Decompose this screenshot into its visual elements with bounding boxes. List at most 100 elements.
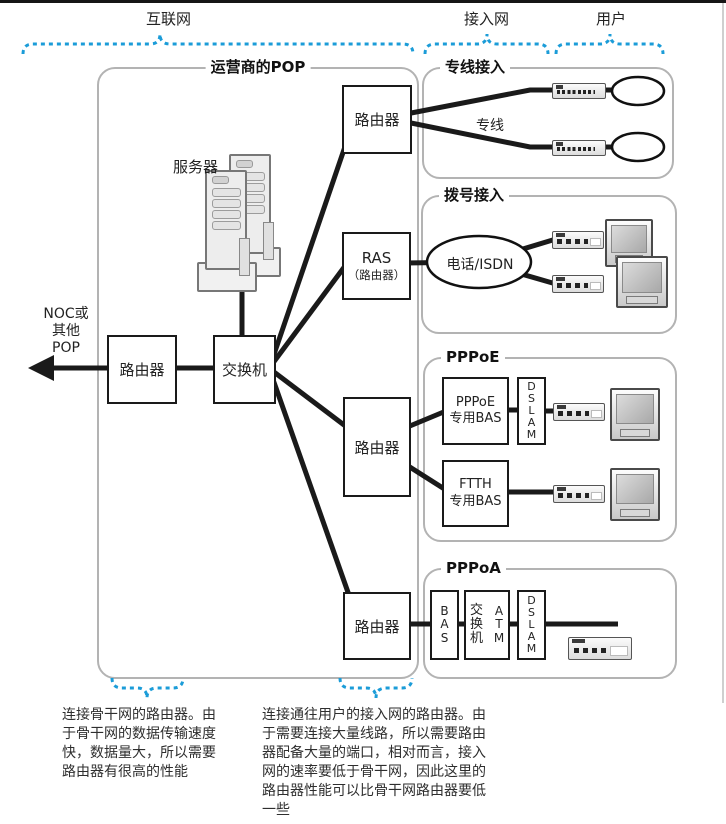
noc-line1: NOC或	[43, 306, 89, 322]
pppoe-modem-2	[553, 485, 605, 503]
ftth-bas-line2: 专用BAS	[449, 493, 502, 509]
link-leased-down	[405, 119, 556, 150]
router-backbone: 路由器	[107, 335, 177, 404]
pppoe-computer-1	[610, 388, 660, 441]
server-slot	[212, 221, 241, 230]
router-pppoe: 路由器	[343, 397, 411, 497]
pppoe-bas-line1: PPPoE	[455, 394, 496, 410]
device-chip	[556, 142, 563, 146]
device-ports	[558, 411, 589, 416]
switch-core: 交换机	[213, 335, 276, 404]
brace-internet	[21, 33, 415, 55]
leased-router-device-1	[552, 83, 606, 99]
monitor-screen	[616, 394, 654, 424]
zone-label-user: 用户	[596, 10, 627, 28]
device-panel	[591, 492, 602, 500]
phone-isdn-cloud	[425, 234, 533, 290]
brace-group	[21, 33, 665, 699]
device-ports	[557, 239, 588, 244]
ftth-bas: FTTH 专用BAS	[442, 460, 509, 527]
monitor-screen	[616, 474, 654, 504]
leased-router-device-2	[552, 140, 606, 156]
server-front-sideunit	[239, 238, 250, 276]
brace-access-router	[338, 677, 414, 699]
annotation-backbone-router: 连接骨干网的路由器。由 于骨干网的数据传输速度 快，数据量大，所以需要 路由器有…	[62, 707, 216, 780]
pppoa-atm-switch: 交换机 ATM	[464, 590, 510, 660]
server-back-sideunit	[263, 222, 274, 260]
link-switch-router-pppoe	[268, 367, 350, 430]
server-slot-oval	[212, 176, 229, 184]
device-ports	[557, 283, 588, 288]
device-panel	[590, 238, 601, 246]
pppoe-modem-1	[553, 403, 605, 421]
link-switch-router-top	[267, 131, 353, 367]
pppoa-bas-label: BAS	[440, 604, 449, 645]
phone-isdn-label: 电话/ISDN	[446, 257, 514, 273]
device-ports	[558, 493, 589, 498]
leased-user-cloud-1	[610, 75, 666, 107]
cloud-group	[425, 75, 666, 290]
dialup-modem-1	[552, 231, 604, 249]
dialup-computer-2	[616, 256, 668, 308]
pppoa-atm-label: ATM	[493, 604, 505, 645]
pop-section-title: 运营商的POP	[205, 58, 311, 76]
noc-label: NOC或 其他 POP	[34, 306, 98, 357]
zone-label-access-network: 接入网	[464, 10, 510, 28]
server-slot	[212, 210, 241, 219]
dialup-modem-2	[552, 275, 604, 293]
leased-line-section-title: 专线接入	[440, 58, 511, 76]
pppoa-section-title: PPPoA	[441, 559, 506, 577]
server-label: 服务器	[173, 158, 219, 176]
ftth-bas-line1: FTTH	[459, 477, 492, 493]
brace-user	[554, 33, 665, 55]
link-switch-ras	[267, 260, 351, 369]
pppoe-section-title: PPPoE	[441, 348, 505, 366]
device-chip	[557, 405, 566, 409]
router-leased: 路由器	[342, 85, 412, 154]
device-chip	[556, 277, 565, 281]
monitor-screen	[622, 262, 662, 293]
page-top-rule	[0, 0, 726, 3]
ras-subtitle: （路由器）	[347, 268, 406, 283]
pppoe-dslam: DSLAM	[517, 377, 546, 445]
pppoa-dslam-label: DSLAM	[526, 593, 537, 656]
leased-line-label: 专线	[476, 118, 504, 134]
link-router-ftthbas	[403, 461, 448, 493]
dialup-section-title: 拨号接入	[439, 186, 510, 204]
device-panel	[590, 282, 601, 290]
noc-arrowhead	[28, 355, 54, 381]
noc-line3: POP	[52, 340, 80, 356]
ras-router: RAS （路由器）	[342, 232, 411, 300]
pppoa-switch-label: 交换机	[469, 602, 483, 647]
leased-user-cloud-2	[610, 131, 666, 163]
device-chip	[556, 233, 565, 237]
monitor-base	[620, 509, 650, 517]
brace-access	[423, 33, 550, 55]
page-right-edge	[722, 3, 724, 703]
pppoe-computer-2	[610, 468, 660, 521]
device-ports	[574, 648, 608, 653]
pppoa-dslam: DSLAM	[517, 590, 546, 660]
dialup-section: 拨号接入	[421, 186, 677, 334]
pppoe-dslam-label: DSLAM	[526, 379, 537, 442]
device-ports	[557, 90, 595, 94]
pppoe-bas-line2: 专用BAS	[449, 411, 502, 426]
device-ports	[557, 147, 595, 151]
pppoa-bas: BAS	[430, 590, 459, 660]
monitor-screen	[611, 225, 647, 253]
link-leased-up	[405, 87, 556, 117]
device-panel	[610, 646, 628, 656]
router-pppoa: 路由器	[343, 592, 411, 660]
brace-backbone-router	[110, 677, 185, 699]
link-router-pppoebas	[404, 408, 447, 431]
pppoe-section: PPPoE	[423, 348, 677, 542]
pop-section: 运营商的POP	[97, 58, 419, 679]
device-chip	[572, 639, 585, 643]
noc-line2: 其他	[52, 323, 80, 339]
server-slot-oval	[236, 160, 253, 168]
device-chip	[557, 487, 566, 491]
link-switch-router-pppoa	[267, 370, 353, 599]
zone-label-internet: 互联网	[146, 10, 192, 28]
